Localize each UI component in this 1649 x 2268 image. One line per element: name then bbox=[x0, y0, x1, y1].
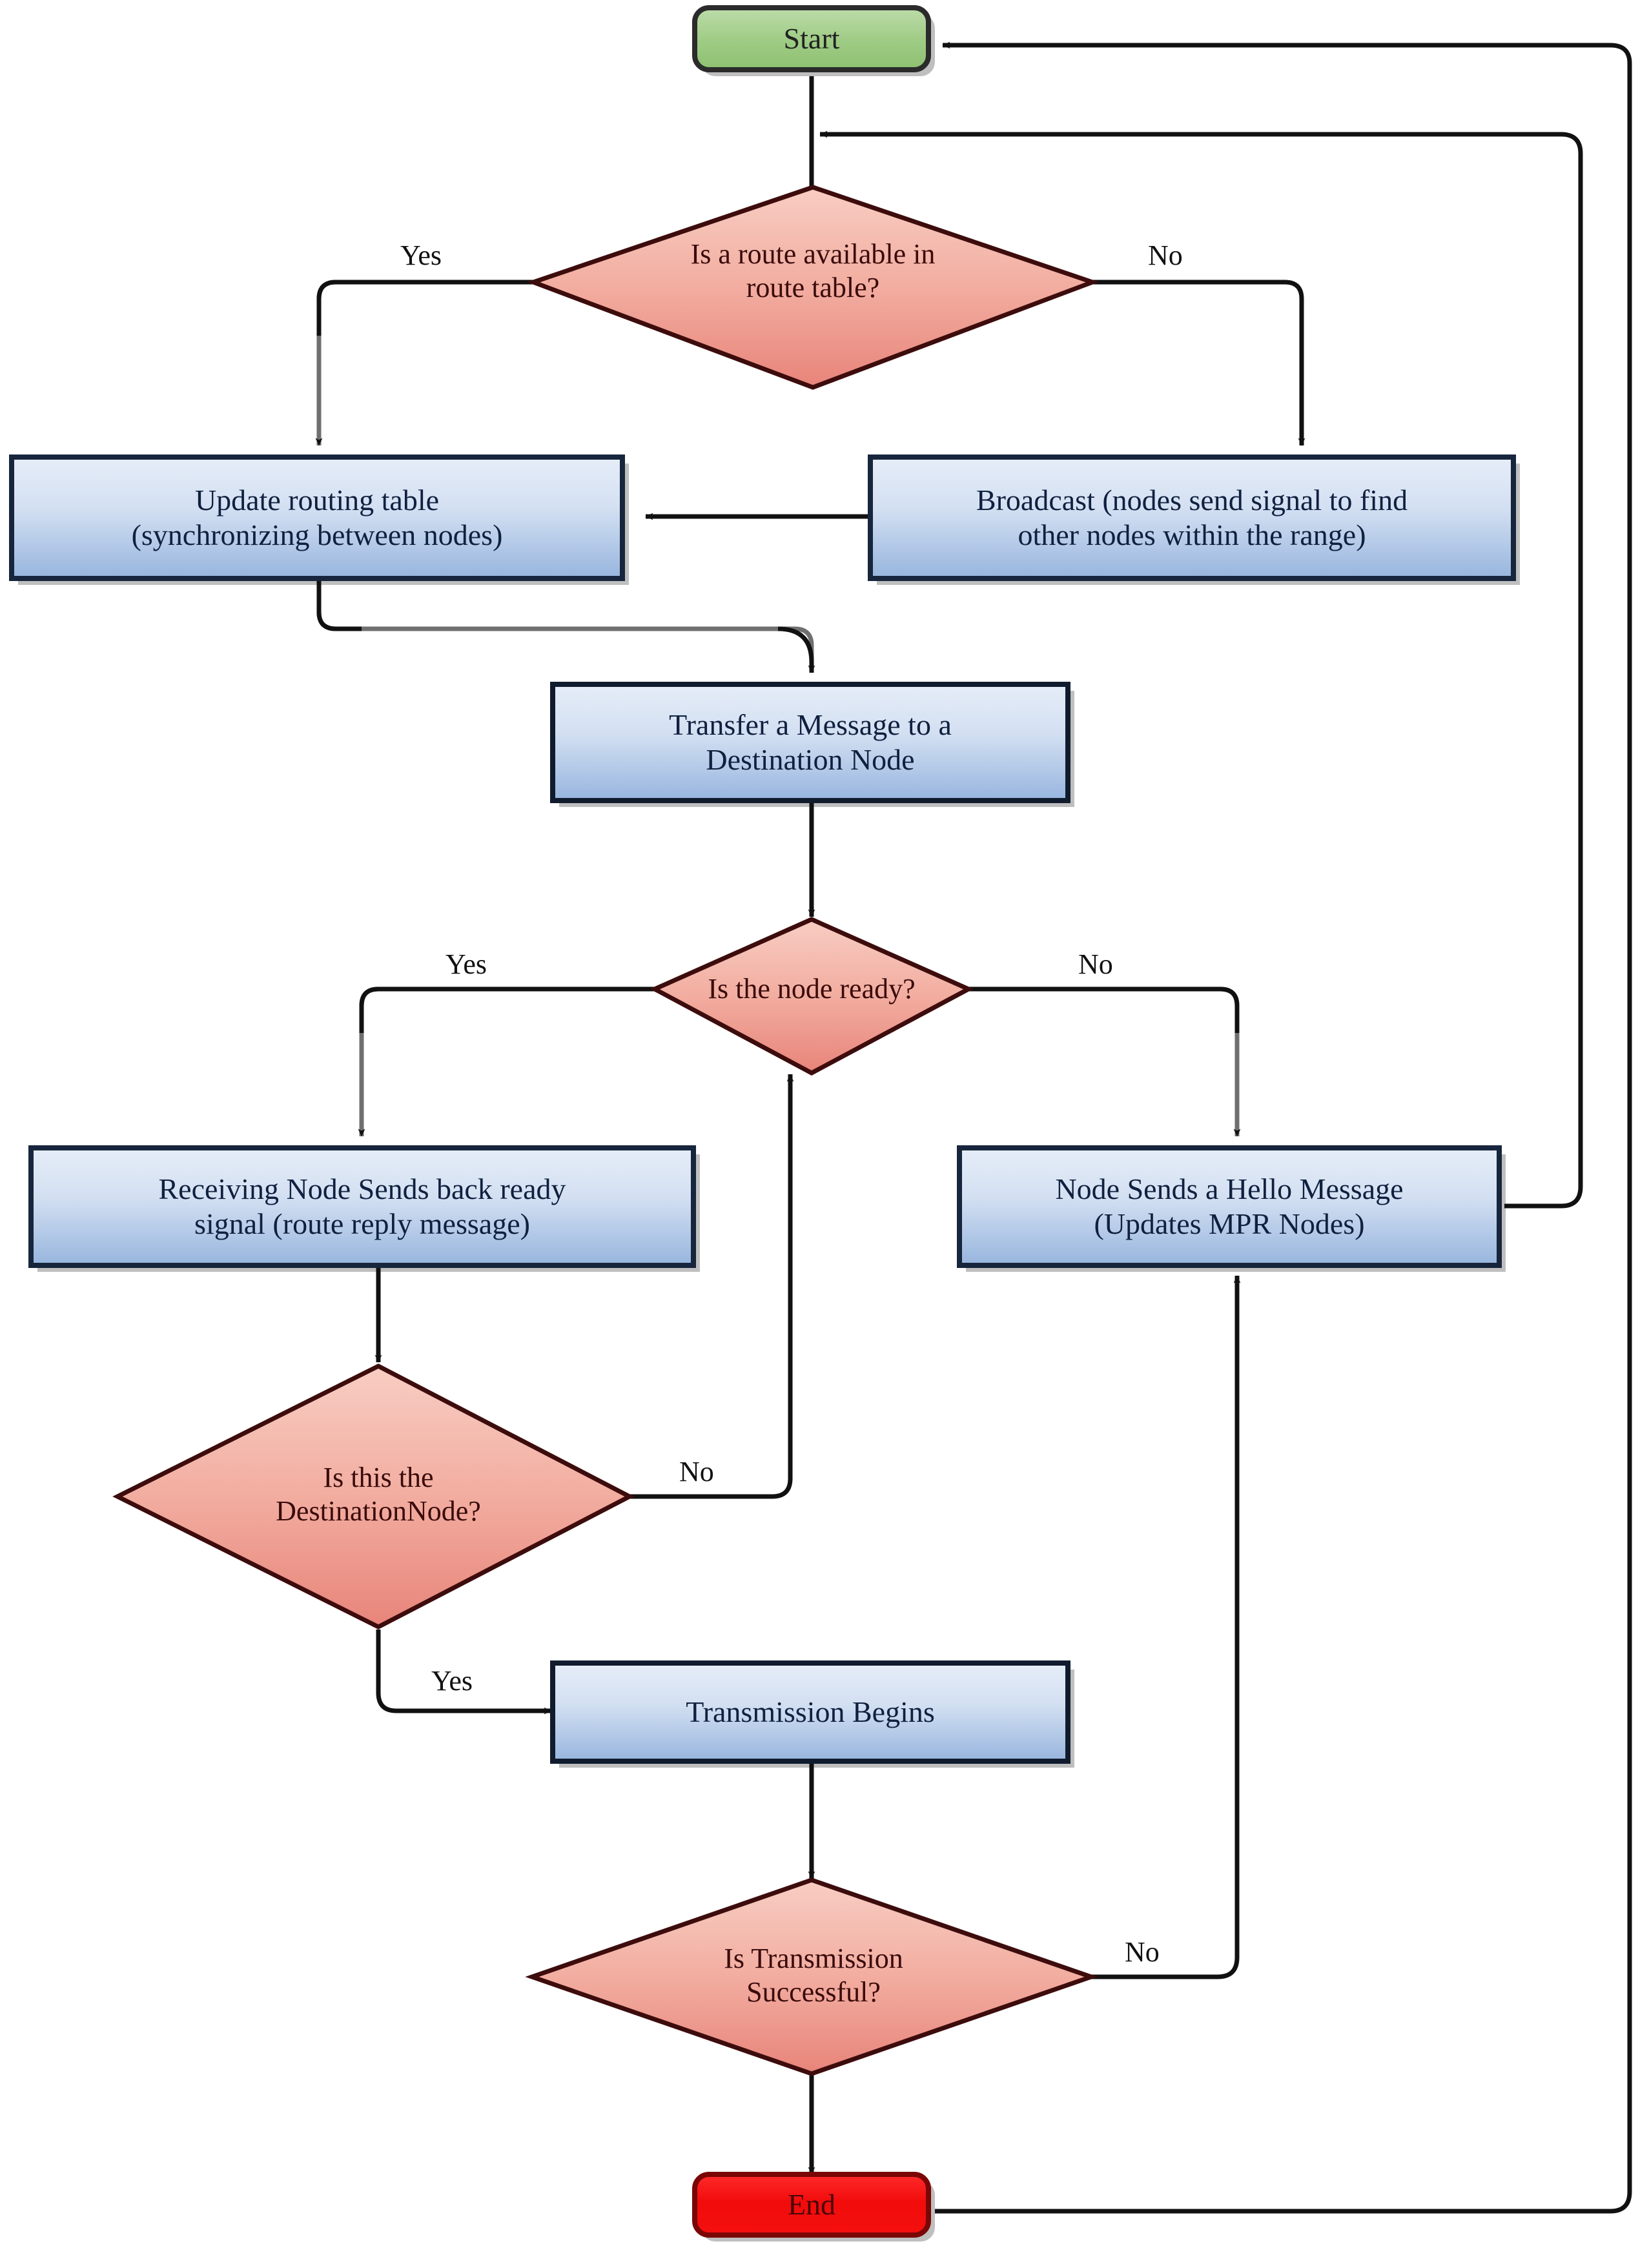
node-is-destination[interactable] bbox=[112, 1364, 635, 1629]
edge-route-yes bbox=[315, 280, 535, 446]
node-node-ready[interactable] bbox=[650, 917, 974, 1076]
edge-destination-yes bbox=[376, 1629, 552, 1715]
edge-label-ready-yes: Yes bbox=[446, 948, 487, 980]
nodes bbox=[9, 5, 1516, 2238]
node-transmission-begins[interactable] bbox=[550, 1660, 1070, 1764]
edge-label-route-no: No bbox=[1148, 240, 1183, 271]
node-route-decision[interactable] bbox=[526, 185, 1100, 390]
node-update-routing[interactable] bbox=[9, 455, 625, 581]
edge-end-to-start bbox=[935, 43, 1632, 2214]
edge-destination-no bbox=[630, 1098, 793, 1499]
node-hello-message[interactable] bbox=[957, 1145, 1502, 1268]
edge-label-route-yes: Yes bbox=[400, 240, 442, 271]
node-broadcast[interactable] bbox=[868, 455, 1516, 581]
edge-update-to-transfer bbox=[316, 581, 815, 673]
edge-label-ready-no: No bbox=[1078, 948, 1113, 980]
node-transfer-message[interactable] bbox=[550, 682, 1070, 803]
node-end[interactable] bbox=[692, 2172, 931, 2238]
edge-label-transmission-no: No bbox=[1125, 1936, 1160, 1968]
edge-ready-yes bbox=[358, 986, 656, 1137]
node-start[interactable] bbox=[692, 5, 931, 72]
edge-label-destination-yes: Yes bbox=[431, 1665, 473, 1697]
node-receiving-node[interactable] bbox=[28, 1145, 696, 1268]
edge-label-destination-no: No bbox=[679, 1456, 714, 1487]
edge-route-no bbox=[1091, 280, 1306, 446]
connectors bbox=[315, 41, 1632, 2214]
edge-hello-to-route bbox=[839, 132, 1583, 1209]
edge-transmission-no bbox=[1090, 1285, 1240, 1979]
node-transmission-successful[interactable] bbox=[525, 1877, 1098, 2076]
edge-ready-no bbox=[967, 986, 1241, 1137]
